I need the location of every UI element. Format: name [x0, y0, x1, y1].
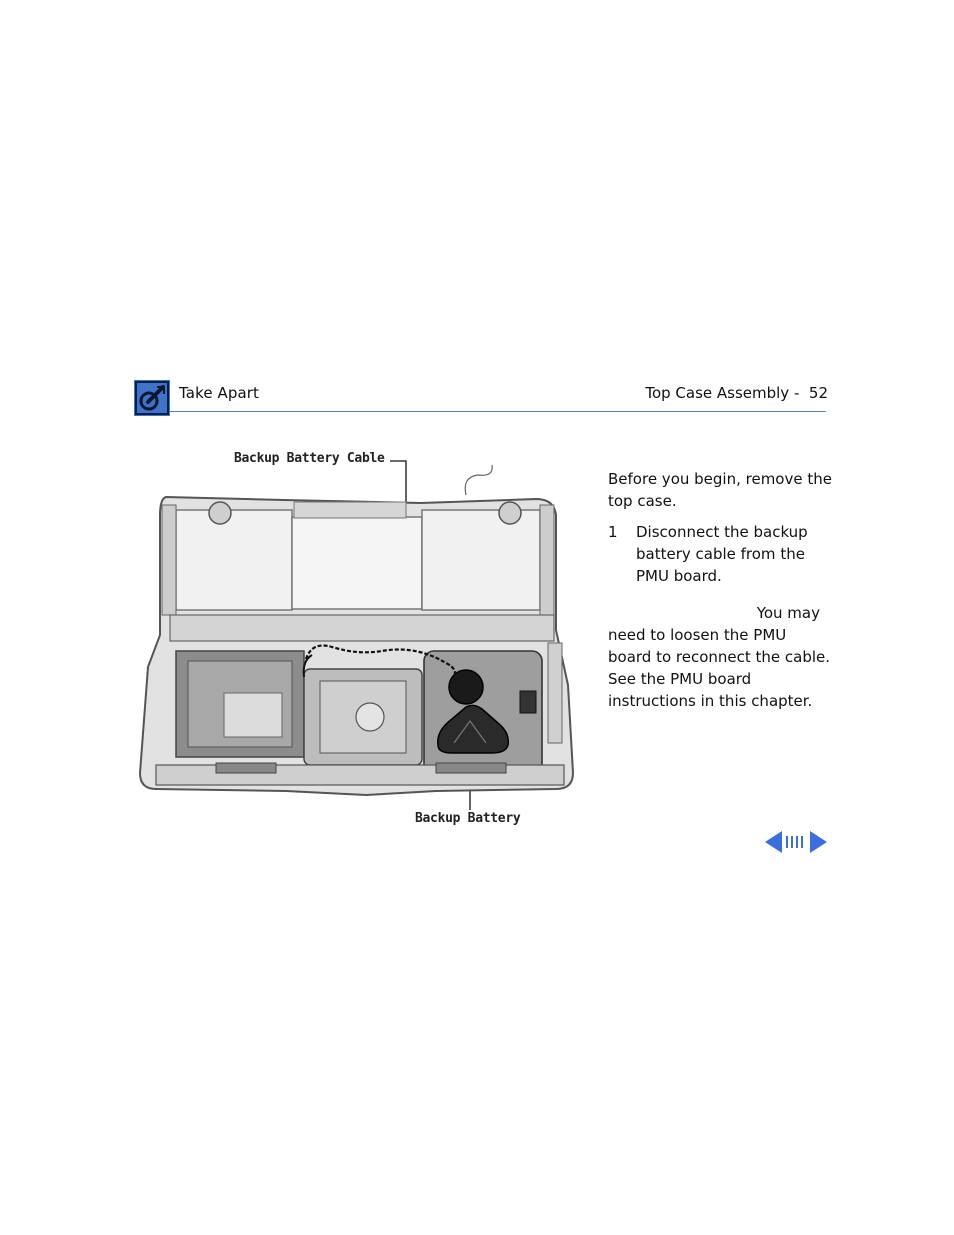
- page-index-icon[interactable]: [786, 836, 803, 848]
- step-number: 1: [608, 523, 618, 541]
- apple-service-logo-icon: [134, 380, 170, 416]
- top-case-assembly-photo: [136, 455, 576, 825]
- note-lead: You may: [756, 604, 820, 622]
- note-text: You may need to loosen the PMU board to …: [608, 602, 832, 712]
- arrow-left-icon[interactable]: [765, 831, 782, 853]
- intro-text: Before you begin, remove the top case.: [608, 470, 832, 510]
- page-title: Top Case Assembly - 52: [645, 384, 828, 402]
- note-body: need to loosen the PMU board to reconnec…: [608, 626, 831, 710]
- page-navigation: [765, 830, 827, 854]
- step-item: 1 Disconnect the backup battery cable fr…: [608, 521, 832, 587]
- step-text: Disconnect the backup battery cable from…: [636, 523, 808, 585]
- section-title: Take Apart: [179, 384, 260, 402]
- header-divider: [170, 411, 826, 412]
- arrow-right-icon[interactable]: [810, 831, 827, 853]
- callout-backup-battery: Backup Battery: [415, 811, 521, 826]
- instructions: Before you begin, remove the top case. 1…: [608, 468, 832, 712]
- callout-backup-battery-cable: Backup Battery Cable: [234, 451, 385, 466]
